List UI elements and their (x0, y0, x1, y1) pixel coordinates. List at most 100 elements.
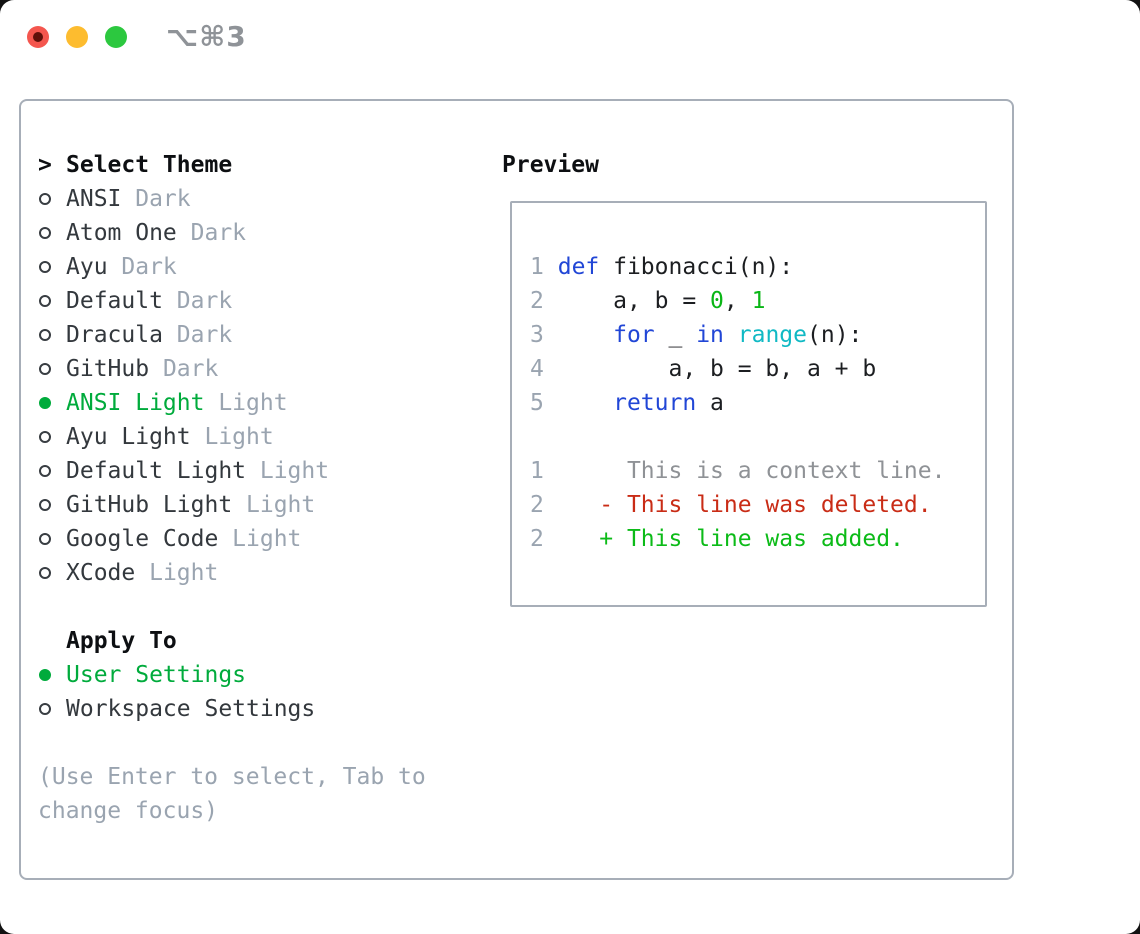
traffic-lights (27, 26, 127, 48)
theme-option-xcode[interactable]: XCode Light (38, 556, 483, 590)
theme-option-label: Ayu Light (66, 424, 191, 450)
token-kw: for (613, 322, 655, 348)
radio-selected-icon (38, 669, 66, 681)
token-pl (724, 322, 738, 348)
title-bar: ⌥⌘3 (0, 0, 1140, 75)
radio-selected-icon (38, 397, 66, 409)
line-number: 2 (530, 492, 544, 518)
window-shortcut-label: ⌥⌘3 (166, 20, 247, 53)
theme-variant-label: Dark (190, 220, 247, 246)
apply-to-heading-label: Apply To (66, 628, 177, 654)
focus-caret: > (38, 152, 52, 178)
code-line-5: 5 return a (530, 386, 985, 420)
preview-column: Preview 1 def fibonacci(n): 2 a, b = 0, 1… (502, 148, 1002, 607)
hint-line-2: change focus) (38, 798, 219, 824)
radio-unselected-icon (38, 227, 66, 239)
code-line-2: 2 a, b = 0, 1 (530, 284, 985, 318)
theme-option-label: Dracula (66, 322, 163, 348)
theme-option-ayu[interactable]: Ayu Dark (38, 250, 483, 284)
theme-option-label: ANSI Light (66, 390, 205, 416)
token-pl: fibonacci(n): (599, 254, 794, 280)
theme-variant-label: Light (232, 526, 302, 552)
theme-variant-label: Dark (176, 322, 233, 348)
token-pl (558, 526, 600, 552)
token-nm: 1 (751, 288, 766, 314)
spacer (38, 590, 483, 624)
theme-option-default[interactable]: Default Dark (38, 284, 483, 318)
radio-unselected-icon (38, 431, 66, 443)
code-line-8: 2 - This line was deleted. (530, 488, 985, 522)
token-kw: return (613, 390, 697, 416)
theme-option-label: XCode (66, 560, 136, 586)
theme-option-label: Google Code (66, 526, 219, 552)
line-number: 1 (530, 458, 544, 484)
preview-heading: Preview (502, 148, 1002, 182)
token-fn: range (737, 322, 808, 348)
theme-variant-label: Dark (176, 288, 233, 314)
radio-unselected-icon (38, 363, 66, 375)
theme-option-ansi-light[interactable]: ANSI Light Light (38, 386, 483, 420)
token-pl: a, b = (557, 288, 711, 314)
line-number: 3 (530, 322, 544, 348)
token-pl: (n): (807, 322, 863, 348)
close-button[interactable] (27, 26, 49, 48)
token-pl (558, 390, 613, 416)
hint-line-1: (Use Enter to select, Tab to (38, 764, 426, 790)
token-pl: , (723, 288, 752, 314)
select-theme-heading: >Select Theme (38, 148, 483, 182)
radio-unselected-icon (38, 567, 66, 579)
theme-option-google-code[interactable]: Google Code Light (38, 522, 483, 556)
spacer (38, 726, 483, 760)
radio-unselected-icon (38, 295, 66, 307)
theme-variant-label: Light (218, 390, 288, 416)
minimize-button[interactable] (66, 26, 88, 48)
radio-unselected-icon (38, 465, 66, 477)
line-number: 1 (530, 254, 544, 280)
token-ctx: This is a context line. (557, 458, 946, 484)
token-del: - This line was deleted. (599, 492, 932, 518)
theme-variant-label: Light (259, 458, 330, 484)
token-nm: 0 (710, 288, 724, 314)
token-kw: def (557, 254, 600, 280)
apply-option-label: Workspace Settings (66, 696, 316, 722)
zoom-button[interactable] (105, 26, 127, 48)
theme-option-label: Ayu (66, 254, 108, 280)
line-number: 4 (530, 356, 544, 382)
theme-variant-label: Light (149, 560, 219, 586)
code-line-9: 2 + This line was added. (530, 522, 985, 556)
theme-option-label: Default (66, 288, 163, 314)
theme-option-label: GitHub (66, 356, 150, 382)
radio-unselected-icon (38, 533, 66, 545)
token-pl (558, 492, 600, 518)
radio-unselected-icon (38, 499, 66, 511)
theme-option-default-light[interactable]: Default Light Light (38, 454, 483, 488)
theme-option-label: Default Light (66, 458, 247, 484)
apply-option-user-settings[interactable]: User Settings (38, 658, 483, 692)
line-number: 5 (530, 390, 544, 416)
radio-unselected-icon (38, 261, 66, 273)
token-pl: a, b = b, a + b (557, 356, 877, 382)
radio-unselected-icon (38, 329, 66, 341)
token-kw: in (696, 322, 724, 348)
apply-option-workspace-settings[interactable]: Workspace Settings (38, 692, 483, 726)
token-add: + This line was added. (599, 526, 904, 552)
code-line-3: 3 for _ in range(n): (530, 318, 985, 352)
theme-option-dracula[interactable]: Dracula Dark (38, 318, 483, 352)
code-blank-line (530, 420, 985, 454)
preview-heading-label: Preview (502, 152, 599, 178)
apply-option-label: User Settings (66, 662, 247, 688)
token-pl: a (696, 390, 724, 416)
theme-variant-label: Dark (121, 254, 177, 280)
token-pl: _ (654, 322, 697, 348)
line-number: 2 (530, 288, 544, 314)
